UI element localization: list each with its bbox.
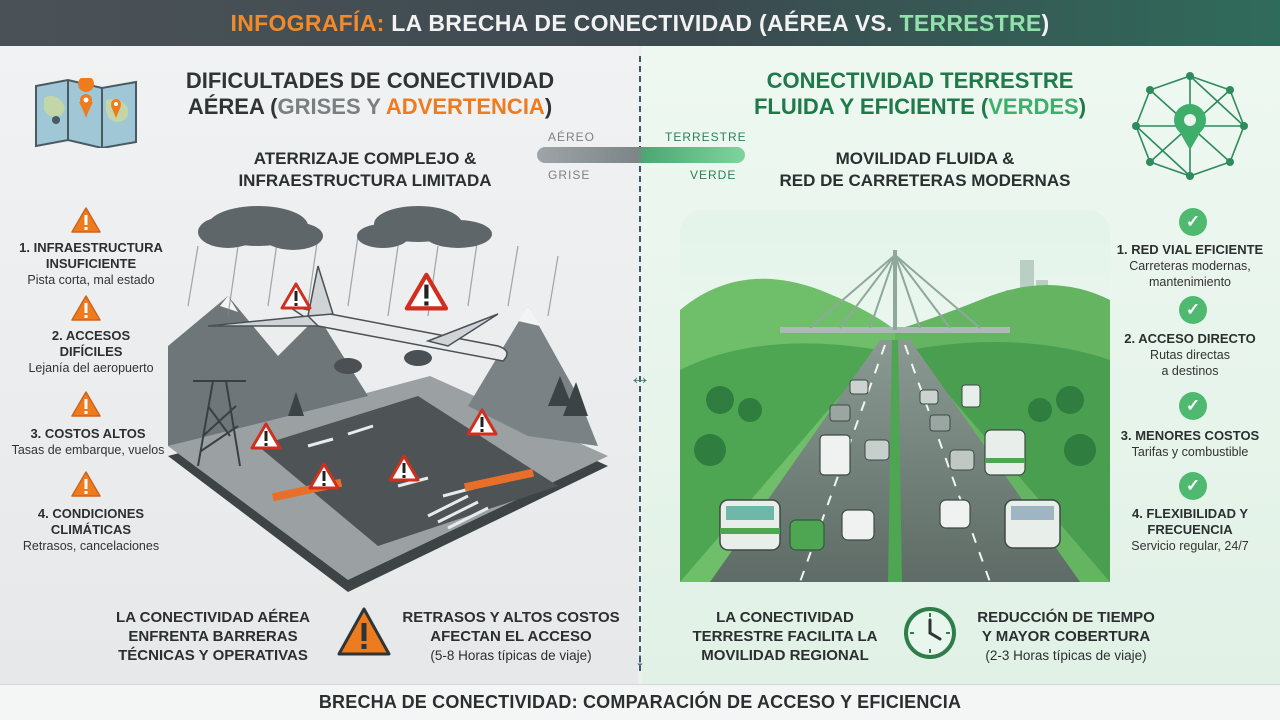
slider-label-terrestre: TERRESTRE: [665, 130, 747, 144]
warning-icon: [71, 295, 101, 321]
slider-label-grise: GRISE: [548, 168, 591, 182]
air-summary: LA CONECTIVIDAD AÉREA ENFRENTA BARRERAS …: [116, 609, 310, 664]
check-icon: ✓: [1179, 392, 1207, 420]
land-benefit-3: 3. MENORES COSTOS Tarifas y combustible: [1120, 428, 1260, 459]
clock-icon: [904, 607, 956, 659]
air-panel-title: DIFICULTADES DE CONECTIVIDAD AÉREA (GRIS…: [185, 68, 555, 119]
land-benefit-4: 4. FLEXIBILIDAD Y FRECUENCIA Servicio re…: [1131, 506, 1249, 553]
warning-icon: [71, 207, 101, 233]
land-benefit-1: 1. RED VIAL EFICIENTE Carreteras moderna…: [1116, 242, 1264, 289]
center-divider: [638, 46, 642, 684]
air-issue-4: 4. CONDICIONES CLIMÁTICAS Retrasos, canc…: [22, 506, 160, 553]
left-right-arrow-icon: ↔: [629, 364, 651, 389]
air-issue-1: 1. INFRAESTRUCTURA INSUFICIENTE Pista co…: [19, 240, 163, 287]
warning-icon: [71, 471, 101, 497]
air-impact: RETRASOS Y ALTOS COSTOS AFECTAN EL ACCES…: [402, 609, 620, 663]
air-issue-3: 3. COSTOS ALTOS Tasas de embarque, vuelo…: [11, 426, 165, 457]
header-bar: INFOGRAFÍA: LA BRECHA DE CONECTIVIDAD (A…: [0, 0, 1280, 46]
slider-label-aereo: AÉREO: [548, 130, 596, 144]
check-icon: ✓: [1179, 208, 1207, 236]
footer-title: BRECHA DE CONECTIVIDAD: COMPARACIÓN DE A…: [318, 692, 962, 712]
air-subtitle: ATERRIZAJE COMPLEJO & INFRAESTRUCTURA LI…: [238, 149, 492, 190]
land-panel-title: CONECTIVIDAD TERRESTRE FLUIDA Y EFICIENT…: [753, 68, 1087, 119]
check-icon: ✓: [1179, 296, 1207, 324]
land-summary: LA CONECTIVIDAD TERRESTRE FACILITA LA MO…: [692, 609, 878, 664]
land-benefit-2: 2. ACCESO DIRECTO Rutas directas a desti…: [1124, 331, 1256, 378]
highway-illustration: [680, 210, 1110, 582]
air-land-gradient-bar: [537, 147, 745, 163]
map-pin-icon: [35, 78, 137, 148]
network-location-icon: [1132, 72, 1248, 180]
slider-label-verde: VERDE: [690, 168, 737, 182]
footer-bar: BRECHA DE CONECTIVIDAD: COMPARACIÓN DE A…: [0, 684, 1280, 720]
land-impact: REDUCCIÓN DE TIEMPO Y MAYOR COBERTURA (2…: [977, 609, 1155, 663]
air-issue-2: 2. ACCESOS DIFÍCILES Lejanía del aeropue…: [28, 328, 154, 375]
warning-icon: [71, 391, 101, 417]
page-title: INFOGRAFÍA: LA BRECHA DE CONECTIVIDAD (A…: [230, 9, 1050, 36]
airport-storm-illustration: [168, 206, 608, 592]
land-subtitle: MOVILIDAD FLUIDA & RED DE CARRETERAS MOD…: [779, 149, 1071, 190]
check-icon: ✓: [1179, 472, 1207, 500]
down-arrow-icon: ↓: [635, 649, 645, 671]
warning-icon: [337, 607, 391, 656]
